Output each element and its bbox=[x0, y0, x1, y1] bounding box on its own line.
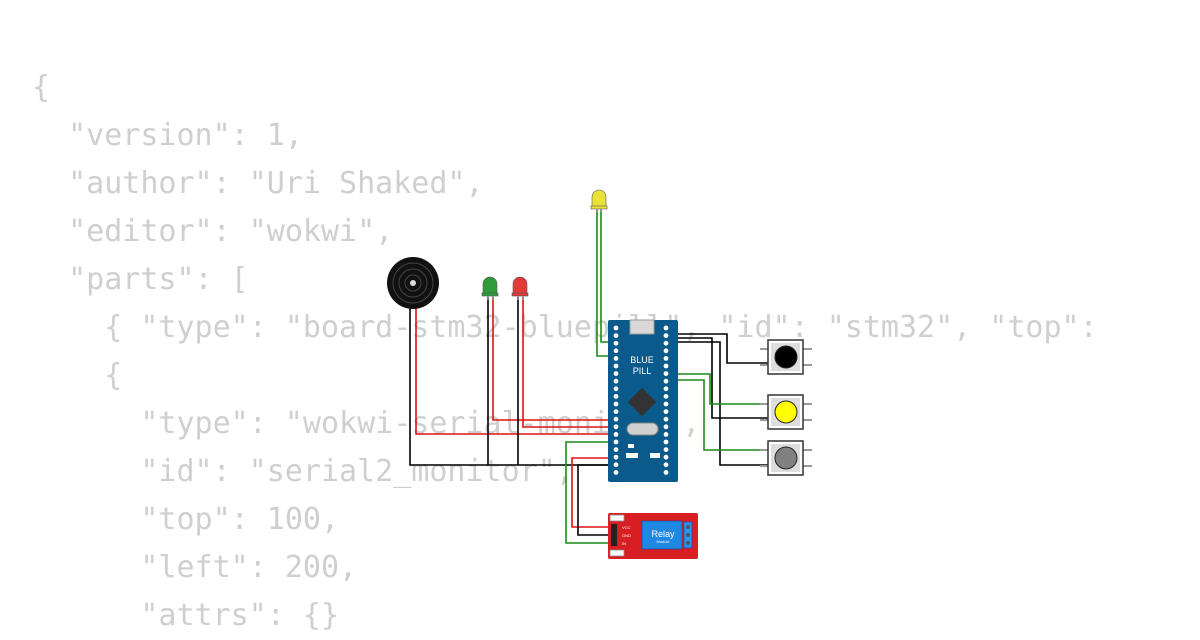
wire-led-red-red bbox=[522, 297, 616, 428]
code-line: "author": "Uri Shaked", bbox=[32, 166, 484, 201]
board-led bbox=[628, 444, 634, 448]
code-line: "top": 100, bbox=[32, 502, 340, 537]
board-pin bbox=[613, 378, 619, 384]
board-pin bbox=[613, 416, 619, 422]
relay-sublabel: Module bbox=[656, 539, 670, 544]
code-line: { bbox=[32, 358, 123, 393]
led-green[interactable] bbox=[481, 276, 499, 300]
wire-relay-black bbox=[577, 464, 612, 536]
code-line: "parts": [ bbox=[32, 262, 249, 297]
wire-buzzer-red bbox=[415, 305, 616, 435]
relay-pin-header bbox=[611, 524, 617, 546]
board-pin bbox=[613, 454, 619, 460]
reset-button bbox=[626, 453, 638, 458]
board-pin bbox=[613, 432, 619, 437]
code-line: { bbox=[32, 70, 51, 105]
board-label-line1: BLUE bbox=[630, 355, 654, 365]
button-black[interactable] bbox=[760, 339, 812, 375]
board-pin bbox=[663, 409, 669, 414]
board-pin bbox=[613, 333, 619, 338]
stm32-bluepill-board[interactable]: BLUE PILL bbox=[608, 319, 678, 482]
wire-led-green-red bbox=[492, 297, 616, 421]
board-pin bbox=[663, 394, 669, 399]
code-line: "id": "serial2_monitor", bbox=[32, 454, 574, 489]
board-pin bbox=[663, 462, 669, 468]
relay-module[interactable]: VCC GND IN Relay Module bbox=[608, 513, 698, 559]
wire-relay-green bbox=[565, 441, 616, 544]
board-pin bbox=[613, 462, 619, 468]
board-pin bbox=[663, 401, 669, 407]
wire-button-black-a bbox=[666, 333, 770, 364]
board-pin bbox=[613, 363, 619, 369]
code-line: "left": 200, bbox=[32, 550, 358, 585]
board-pin bbox=[663, 447, 669, 452]
wire-button-black-b bbox=[666, 337, 770, 419]
wire-buzzer-black bbox=[409, 305, 612, 466]
board-pin bbox=[613, 447, 619, 452]
board-pin bbox=[663, 432, 669, 437]
svg-text:VCC: VCC bbox=[622, 525, 631, 530]
board-pin bbox=[613, 401, 619, 407]
board-pin bbox=[663, 333, 669, 338]
relay-label: Relay bbox=[651, 529, 675, 539]
board-pin bbox=[613, 386, 619, 392]
board-pin bbox=[613, 325, 619, 331]
board-pin bbox=[663, 439, 669, 445]
relay-block bbox=[641, 520, 683, 550]
wire-button-gray-green bbox=[666, 379, 770, 451]
board-pin bbox=[613, 340, 619, 346]
board-pin bbox=[663, 378, 669, 384]
board-pin bbox=[663, 454, 669, 460]
usb-connector bbox=[629, 319, 655, 335]
board-pin bbox=[613, 371, 619, 376]
board-pin bbox=[663, 371, 669, 376]
board-label-line2: PILL bbox=[633, 366, 652, 376]
mcu-chip bbox=[627, 387, 657, 417]
button-yellow[interactable] bbox=[760, 394, 812, 430]
board-pin bbox=[663, 470, 669, 475]
board-pin bbox=[613, 394, 619, 399]
code-line: "editor": "wokwi", bbox=[32, 214, 394, 249]
board-pin bbox=[613, 439, 619, 445]
board-pin bbox=[613, 348, 619, 354]
board-pin bbox=[613, 409, 619, 414]
led-red[interactable] bbox=[511, 276, 529, 300]
board-pin bbox=[663, 424, 669, 430]
code-line: "attrs": {} bbox=[32, 598, 340, 633]
board-pin bbox=[663, 340, 669, 346]
board-pin bbox=[663, 325, 669, 331]
wire-button-yellow-green bbox=[666, 373, 770, 405]
board-led-2 bbox=[650, 453, 660, 458]
buzzer[interactable] bbox=[387, 257, 439, 309]
board-pin bbox=[613, 424, 619, 430]
board-pin bbox=[663, 363, 669, 369]
code-background: { "version": 1, "author": "Uri Shaked", … bbox=[32, 64, 1116, 640]
svg-text:IN: IN bbox=[622, 541, 626, 546]
board-pin bbox=[613, 470, 619, 475]
wires bbox=[409, 210, 770, 544]
board-pin-headers bbox=[613, 325, 669, 475]
crystal bbox=[626, 422, 659, 436]
led-yellow[interactable] bbox=[590, 189, 608, 212]
board-pin bbox=[663, 386, 669, 392]
board-pin bbox=[663, 356, 669, 361]
board-pin bbox=[663, 348, 669, 354]
board-pin bbox=[663, 416, 669, 422]
board-pin bbox=[613, 356, 619, 361]
svg-text:GND: GND bbox=[622, 533, 631, 538]
code-line: "version": 1, bbox=[32, 118, 303, 153]
wire-relay-red bbox=[571, 457, 612, 528]
button-gray[interactable] bbox=[760, 440, 812, 476]
